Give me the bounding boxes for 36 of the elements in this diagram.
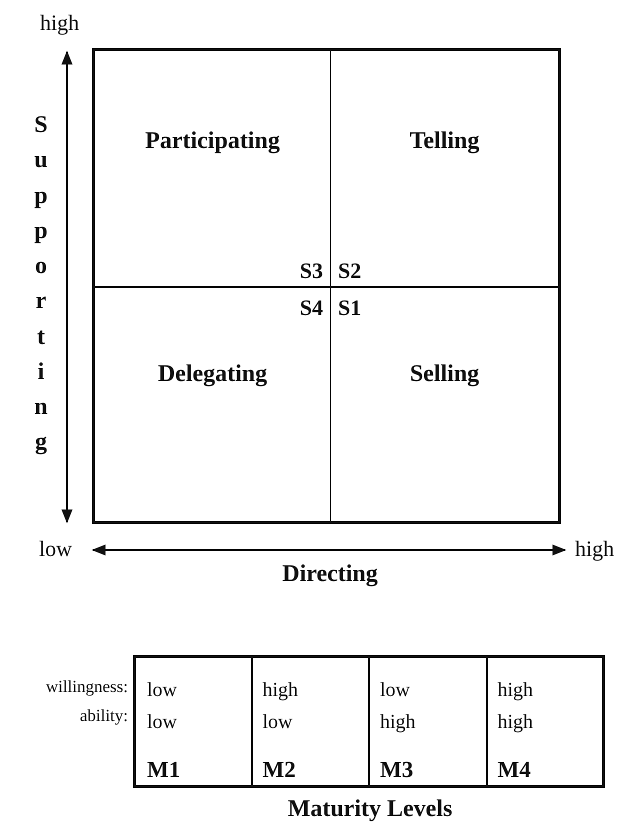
rating-value: low — [147, 680, 177, 700]
axis-end-label: high — [40, 12, 80, 34]
rating-value: low — [147, 712, 177, 732]
maturity-cell — [368, 655, 488, 788]
style-code: S2 — [338, 260, 362, 282]
rating-value: high — [498, 680, 534, 700]
level-label: M3 — [380, 758, 414, 781]
quadrant-label: Selling — [408, 362, 480, 386]
axis-title: Supporting — [34, 111, 48, 458]
level-label: M2 — [262, 758, 296, 781]
level-label: M1 — [147, 758, 180, 781]
axis-title: Directing — [281, 562, 379, 586]
quadrant-box — [330, 286, 561, 524]
rating-value: low — [380, 680, 410, 700]
quadrant-box — [330, 48, 561, 288]
maturity-cell — [486, 655, 605, 788]
quadrant-box — [92, 286, 331, 524]
quadrant-label: Delegating — [156, 362, 268, 386]
style-code: S3 — [300, 260, 323, 282]
row-label: ability: — [80, 707, 128, 724]
maturity-cell — [133, 655, 252, 788]
rating-value: high — [498, 712, 534, 732]
quadrant-label: Telling — [408, 129, 480, 153]
rating-value: low — [262, 712, 292, 732]
style-code: S4 — [300, 297, 323, 319]
maturity-cell — [250, 655, 370, 788]
rating-value: high — [380, 712, 416, 732]
axis-end-label: low — [39, 538, 72, 560]
axis-end-label: high — [575, 538, 614, 560]
level-label: M4 — [498, 758, 531, 781]
style-code: S1 — [338, 297, 362, 319]
table-caption: Maturity Levels — [286, 797, 454, 821]
quadrant-label: Participating — [144, 129, 281, 153]
rating-value: high — [262, 680, 298, 700]
row-label: willingness: — [46, 678, 128, 695]
quadrant-box — [92, 48, 331, 288]
